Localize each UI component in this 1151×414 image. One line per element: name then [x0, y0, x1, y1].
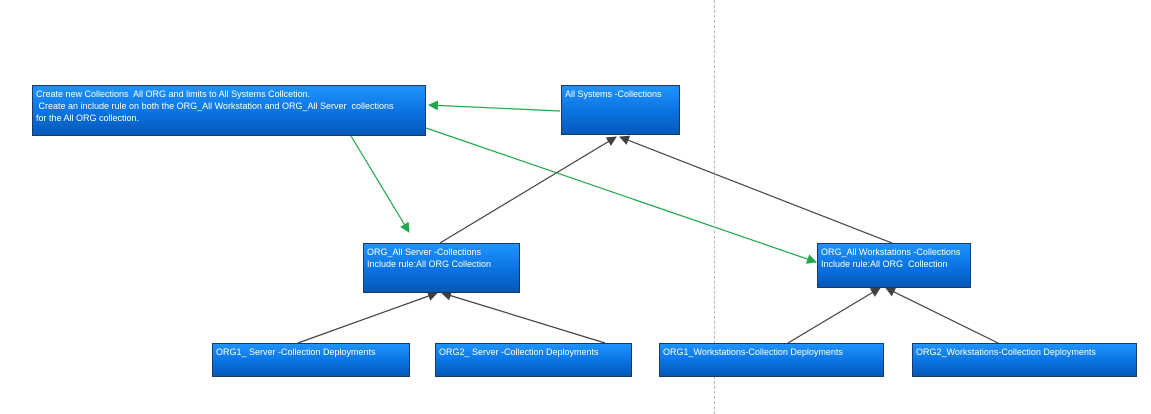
org-all-workstations-collections-node: ORG_All Workstations -Collections Includ…: [817, 243, 971, 288]
include-arrow-all-systems-to-create: [428, 100, 561, 112]
include-arrow-create-to-all-server: [350, 135, 410, 233]
page-divider-dashed: [714, 0, 715, 414]
node-text-line: All Systems -Collections: [565, 89, 662, 99]
org2-server-deployments-node: ORG2_ Server -Collection Deployments: [435, 343, 632, 377]
hierarchy-arrow-org1-server-to-all-server: [297, 291, 438, 344]
hierarchy-arrow-org1-workstations-to-all-workstations: [787, 287, 881, 344]
node-text-line: ORG1_ Server -Collection Deployments: [216, 347, 376, 357]
node-text-line: ORG2_Workstations-Collection Deployments: [916, 347, 1096, 357]
node-text-line: ORG_All Workstations -Collections: [821, 247, 961, 257]
node-text-line: ORG_All Server -Collections: [367, 247, 482, 257]
include-arrow-create-to-all-workstations: [425, 127, 817, 264]
hierarchy-arrow-org2-workstations-to-all-workstations: [885, 287, 999, 344]
node-text-line: Create an include rule on both the ORG_A…: [36, 101, 394, 111]
hierarchy-arrow-server-to-all-systems: [439, 136, 617, 244]
all-systems-collections-node: All Systems -Collections: [561, 85, 680, 135]
node-text-line: Include rule:All ORG Collection: [367, 259, 492, 269]
hierarchy-arrow-workstations-to-all-systems: [619, 135, 893, 244]
org1-workstations-deployments-node: ORG1_Workstations-Collection Deployments: [659, 343, 884, 377]
create-collections-note: Create new Collections All ORG and limit…: [32, 85, 426, 136]
hierarchy-arrow-org2-server-to-all-server: [441, 290, 606, 344]
node-text-line: Include rule:All ORG Collection: [821, 259, 948, 269]
node-text-line: ORG2_ Server -Collection Deployments: [439, 347, 599, 357]
org2-workstations-deployments-node: ORG2_Workstations-Collection Deployments: [912, 343, 1137, 377]
node-text-line: Create new Collections All ORG and limit…: [36, 89, 311, 99]
org-all-server-collections-node: ORG_All Server -Collections Include rule…: [363, 243, 520, 293]
node-text-line: for the All ORG collection.: [36, 113, 140, 123]
node-text-line: ORG1_Workstations-Collection Deployments: [663, 347, 843, 357]
org1-server-deployments-node: ORG1_ Server -Collection Deployments: [212, 343, 410, 377]
